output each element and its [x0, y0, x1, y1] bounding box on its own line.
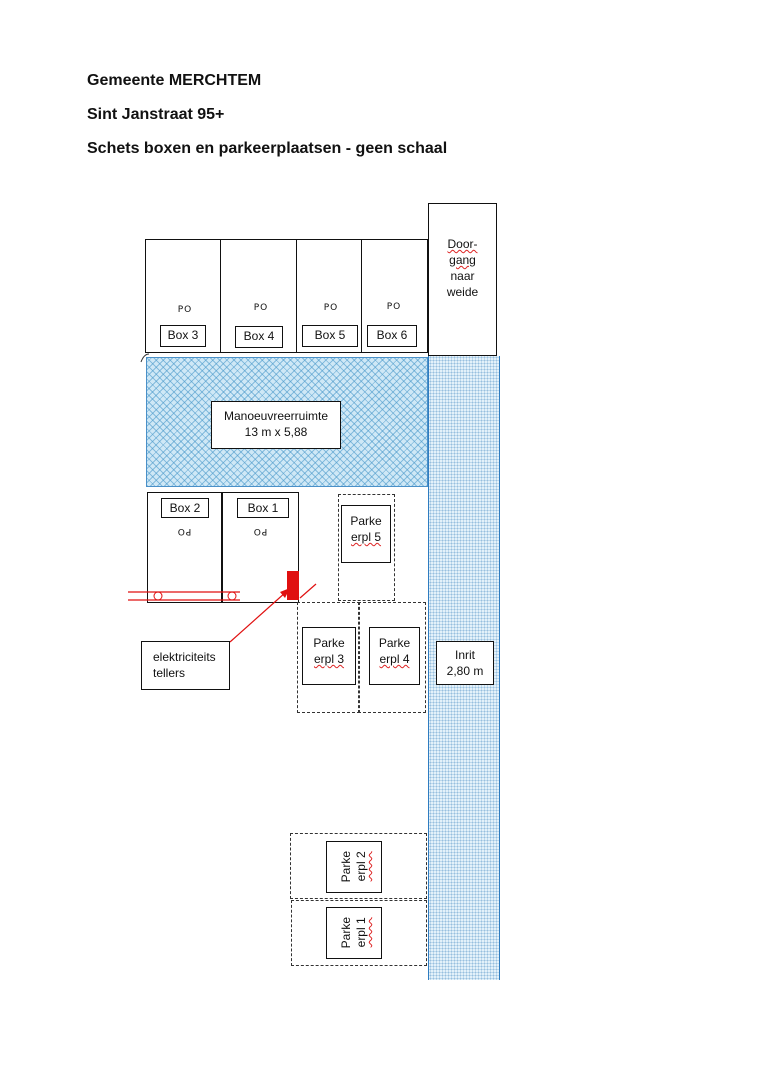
inrit-line2: 2,80 m — [446, 664, 484, 678]
box-1-door-mark: PO — [252, 526, 268, 536]
box-1-label: Box 1 — [237, 498, 289, 518]
box-5-door-mark: PO — [323, 303, 339, 313]
parking-2-outline — [290, 833, 427, 899]
parking-5-label-box: Parke erpl 5 — [341, 505, 391, 563]
parking-4-outline — [358, 602, 426, 713]
box-3-door-mark: PO — [177, 305, 193, 315]
manoeuvre-area — [146, 357, 428, 487]
box-2-door-mark: PO — [176, 526, 192, 536]
box-5-label: Box 5 — [302, 325, 358, 347]
parking-4-line1: Parke — [378, 636, 411, 650]
box-4-door-mark: PO — [253, 303, 269, 313]
header-address: Sint Janstraat 95+ — [87, 106, 225, 123]
inrit-label-box: Inrit 2,80 m — [436, 641, 494, 685]
doorgang-line1: Door- — [447, 237, 478, 251]
parking-2-label-box: Parke erpl 2 — [326, 841, 382, 893]
box-6-label: Box 6 — [367, 325, 417, 347]
parking-2-line1: Parke — [339, 851, 353, 883]
meter-tick — [299, 583, 317, 599]
meter-label-line1: elektriciteits — [153, 650, 216, 664]
header-municipality: Gemeente MERCHTEM — [87, 72, 262, 89]
parking-5-outline — [338, 494, 395, 601]
parking-3-label-box: Parke erpl 3 — [302, 627, 356, 685]
box-4-label: Box 4 — [235, 326, 283, 348]
box-6-door-mark: PO — [386, 302, 402, 312]
parking-4-label-box: Parke erpl 4 — [369, 627, 420, 685]
meter-label-box: elektriciteits tellers — [141, 641, 230, 690]
doorgang-block: Door- gang naar weide — [428, 203, 497, 356]
box-3-label: Box 3 — [160, 325, 206, 347]
meter-label-line2: tellers — [153, 666, 186, 680]
parking-4-line2: erpl 4 — [379, 652, 410, 666]
parking-1-line2: erpl 1 — [354, 917, 368, 949]
doorgang-line3: naar — [450, 269, 475, 283]
parking-3-outline — [297, 602, 360, 713]
header-description: Schets boxen en parkeerplaatsen - geen s… — [87, 140, 448, 157]
manoeuvre-label-box: Manoeuvreerruimte 13 m x 5,88 — [211, 401, 341, 449]
parking-3-line2: erpl 3 — [313, 652, 345, 666]
parking-5-line2: erpl 5 — [350, 530, 382, 544]
inrit-line1: Inrit — [454, 648, 475, 662]
electricity-meter-marker — [287, 571, 299, 600]
parking-3-line1: Parke — [313, 636, 345, 650]
doorgang-line4: weide — [446, 285, 479, 299]
parking-5-line1: Parke — [350, 514, 382, 528]
parking-1-outline — [291, 900, 427, 966]
manoeuvre-label-line1: Manoeuvreerruimte — [223, 409, 329, 423]
box-2-label: Box 2 — [161, 498, 209, 518]
parking-2-line2: erpl 2 — [354, 851, 368, 883]
manoeuvre-label-line2: 13 m x 5,88 — [244, 425, 308, 439]
doorgang-line2: gang — [449, 253, 476, 267]
parking-1-line1: Parke — [339, 917, 353, 949]
parking-1-label-box: Parke erpl 1 — [326, 907, 382, 959]
